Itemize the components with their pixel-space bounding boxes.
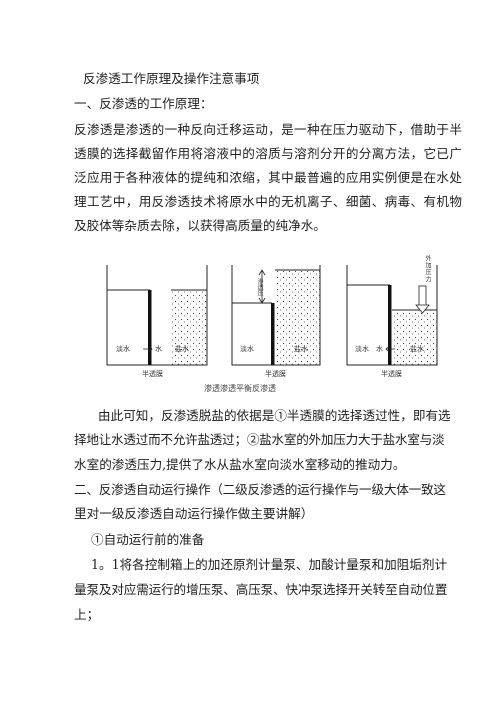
panel3-fresh-label: 淡水 [355, 345, 369, 353]
paragraph-1-line-4: 理工艺中，用反渗透技术将原水中的无机离子、细菌、病毒、有机物 [74, 194, 463, 209]
panel2-membrane-label: 半透膜 [265, 370, 286, 378]
paragraph-2-line-2: 择地让水透过而不允许盐透过；②盐水室的外加压力大于盐水室与淡 [74, 432, 445, 447]
item-1-line-1: 1。1将各控制箱上的加还原剂计量泵、加酸计量泵和加阻垢剂计 [91, 557, 448, 572]
section-2-heading-line-1: 二、反渗透自动运行操作（二级反渗透的运行操作与一级大体一致这 [74, 482, 446, 497]
document-title: 反渗透工作原理及操作注意事项 [83, 71, 260, 86]
panel3-water-label: 水 [376, 345, 383, 353]
paragraph-2-line-1: 由此可知，反渗透脱盐的依据是①半透膜的选择透过性，即有选 [98, 408, 451, 423]
panel1-water-label: 水 [155, 345, 162, 353]
subsection-1-heading: ①自动运行前的准备 [91, 532, 205, 547]
item-1-line-3: 上； [74, 607, 100, 622]
panel1-fresh-label: 淡水 [116, 345, 130, 353]
section-2-heading-line-2: 里对一级反渗透自动运行操作做主要讲解） [74, 506, 314, 521]
pressure-arrow-icon [415, 304, 430, 314]
membrane-bar-1 [148, 290, 152, 365]
section-1-heading: 一、反渗透的工作原理： [74, 96, 213, 111]
paragraph-1-line-1: 反渗透是渗透的一种反向迁移运动，是一种在压力驱动下，借助于半 [74, 122, 463, 137]
panel3-pressure-label: 外加压力 [424, 255, 431, 283]
water-arrow-right-icon [143, 345, 153, 353]
panel2-osmotic-label: 渗透压 [256, 278, 263, 296]
paragraph-1-line-2: 透膜的选择截留作用将溶液中的溶质与溶剂分开的分离方法，它已广 [74, 146, 463, 161]
panel2-salt-label: 盐水 [294, 345, 308, 353]
panel1-membrane-label: 半透膜 [142, 370, 163, 378]
panel3-salt-label: 盐水 [410, 345, 424, 353]
membrane-bar-3 [388, 285, 392, 365]
panel2-fresh-label: 淡水 [240, 345, 254, 353]
panel1-salt-label: 盐水 [175, 345, 189, 353]
paragraph-1-line-3: 泛应用于各种液体的提纯和浓缩，其中最普遍的应用实例便是在水处 [74, 170, 463, 185]
item-1-line-2: 量泵及对应需运行的增压泵、高压泵、快冲泵选择开关转至自动位置 [74, 582, 448, 597]
panel3-membrane-label: 半透膜 [381, 370, 402, 378]
water-arrow-left-icon [385, 345, 395, 353]
figure-caption: 渗透渗透平衡反渗透 [204, 384, 276, 393]
paragraph-1-line-5: 及胶体等杂质去除，以获得高质量的纯净水。 [74, 218, 326, 233]
membrane-bar-2 [271, 303, 275, 365]
paragraph-2-line-3: 水室的渗透压力,提供了水从盐水室向淡水室移动的推动力。 [74, 457, 406, 472]
